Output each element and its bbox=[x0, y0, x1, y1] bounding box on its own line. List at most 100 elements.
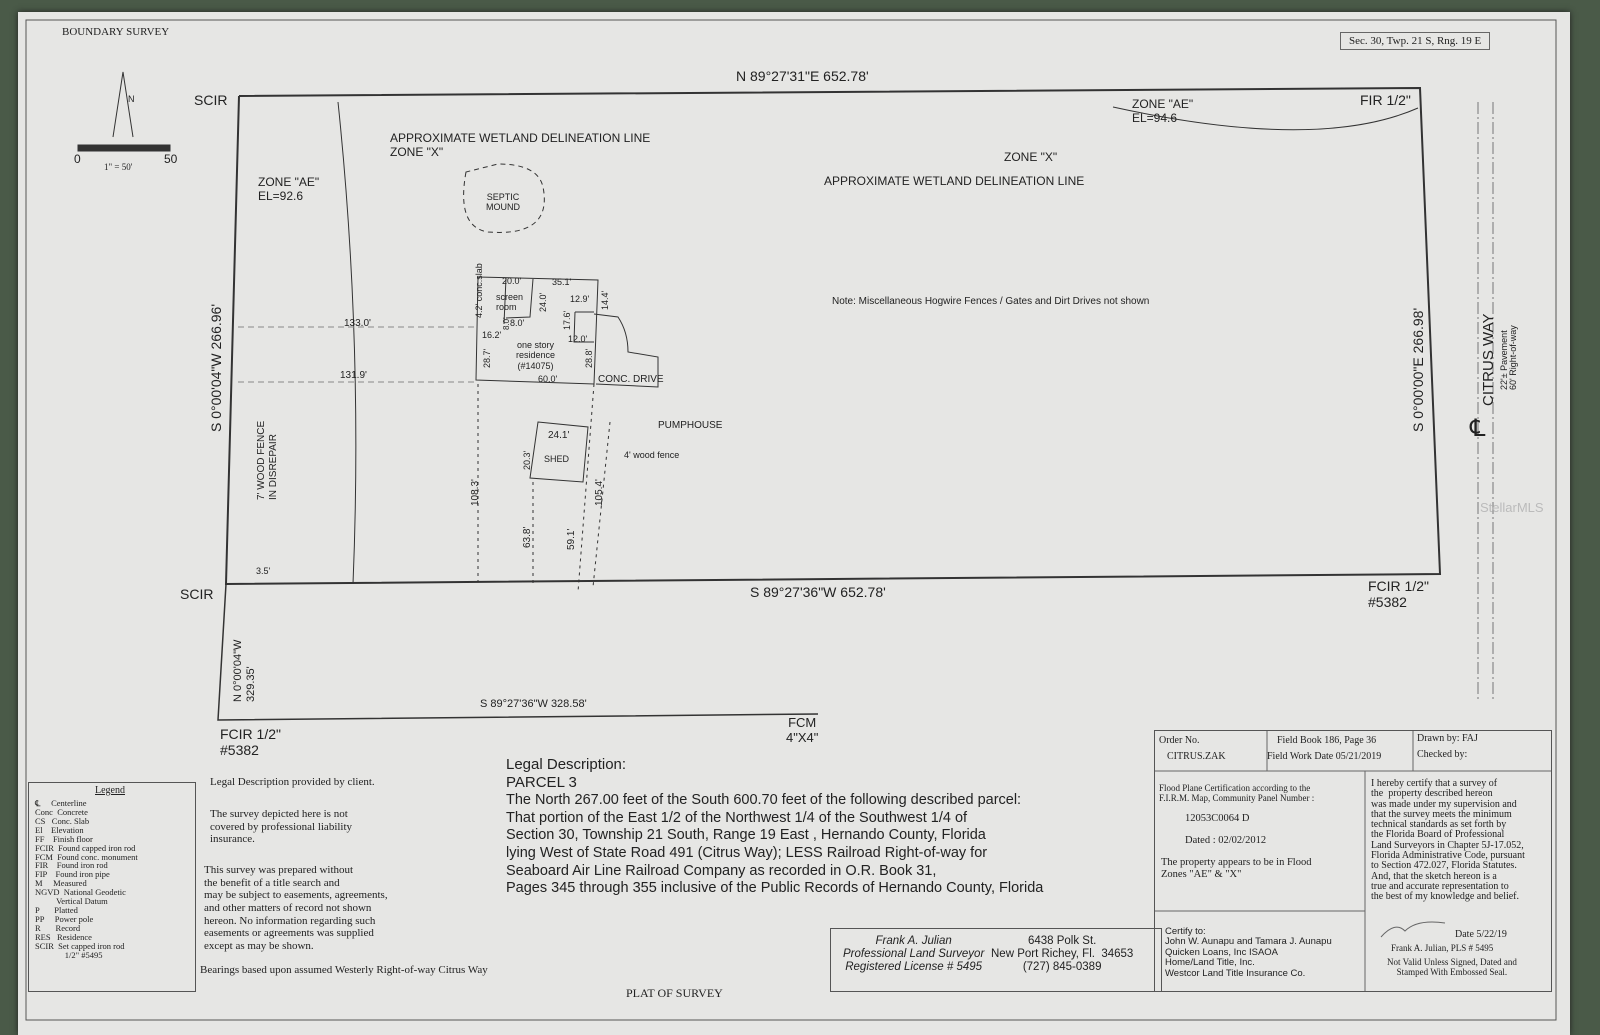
signer: Frank A. Julian, PLS # 5495 bbox=[1391, 943, 1494, 953]
fence-note: Note: Miscellaneous Hogwire Fences / Gat… bbox=[832, 296, 1150, 307]
legend-item: M Measured bbox=[35, 878, 87, 889]
wood-fence-7: 7' WOOD FENCE IN DISREPAIR bbox=[256, 420, 279, 500]
road-name: CITRUS WAY bbox=[1480, 313, 1497, 407]
surveyor-box: Frank A. Julian Professional Land Survey… bbox=[830, 928, 1162, 992]
legend-item: P Platted bbox=[35, 905, 78, 916]
drawn-by: Drawn by: FAJ bbox=[1417, 733, 1478, 744]
note-title-search: This survey was prepared without the ben… bbox=[204, 864, 388, 952]
dim-108: 108.3' bbox=[470, 479, 481, 506]
doc-title: BOUNDARY SURVEY bbox=[62, 26, 170, 38]
dim-16: 16.2' bbox=[482, 330, 502, 340]
scale-ratio: 1" = 50' bbox=[104, 162, 133, 172]
legend-item: RES Residence bbox=[35, 931, 92, 942]
survey-document: BOUNDARY SURVEY Sec. 30, Twp. 21 S, Rng.… bbox=[18, 12, 1570, 1035]
fcir-bottom: FCIR 1/2" #5382 bbox=[220, 726, 281, 759]
checked-by: Checked by: bbox=[1417, 749, 1468, 760]
east-bearing: S 0°00'00"E 266.98' bbox=[1410, 307, 1426, 432]
legend-item: PP Power pole bbox=[35, 913, 94, 924]
certification-text: I hereby certify that a survey of the pr… bbox=[1371, 778, 1525, 903]
flood-cert: Flood Plane Certification according to t… bbox=[1159, 783, 1315, 804]
dim-12: 12.0' bbox=[568, 334, 588, 344]
legend-item: NGVD National Geodetic Vertical Datum bbox=[35, 887, 126, 907]
dim-14: 14.4' bbox=[600, 290, 610, 310]
surveyor-name: Frank A. Julian Professional Land Survey… bbox=[843, 935, 985, 974]
scale-fifty: 50 bbox=[164, 152, 178, 166]
dim-63: 63.8' bbox=[522, 526, 533, 548]
legend-item: FIP Found iron pipe bbox=[35, 869, 110, 880]
validity-note: Not Valid Unless Signed, Dated and Stamp… bbox=[1387, 957, 1517, 978]
screen-room: screen room bbox=[496, 292, 524, 313]
shed: SHED bbox=[544, 454, 570, 464]
legal-title: Legal Description: bbox=[506, 756, 627, 773]
note-liability: The survey depicted here is not covered … bbox=[210, 808, 353, 846]
field-book: Field Book 186, Page 36 bbox=[1277, 735, 1377, 746]
zone-ae-left: ZONE "AE" EL=92.6 bbox=[258, 175, 320, 203]
sign-date: Date 5/22/19 bbox=[1455, 929, 1507, 940]
field-date: Field Work Date 05/21/2019 bbox=[1267, 751, 1382, 762]
certify-to: Certify to: John W. Aunapu and Tamara J.… bbox=[1165, 926, 1332, 979]
dim-24: 24.0' bbox=[538, 292, 548, 312]
dim-20-3: 20.3' bbox=[522, 450, 532, 470]
panel-dated: Dated : 02/02/2012 bbox=[1185, 835, 1267, 846]
dim-28-8: 28.8' bbox=[584, 348, 594, 368]
note-bearings: Bearings based upon assumed Westerly Rig… bbox=[200, 964, 488, 976]
title-block: Order No. CITRUS.ZAK Field Book 186, Pag… bbox=[1154, 730, 1552, 992]
wood-fence-4: 4' wood fence bbox=[624, 450, 680, 460]
legend-item: SCIR Set capped iron rod 1/2" #5495 bbox=[35, 940, 125, 960]
zone-ae-right: ZONE "AE" EL=94.6 bbox=[1132, 97, 1194, 125]
legend-item: FCIR Found capped iron rod bbox=[35, 842, 136, 853]
scale-zero: 0 bbox=[74, 152, 81, 166]
dim-133: 133.0' bbox=[344, 318, 371, 329]
residence: one story residence (#14075) bbox=[516, 340, 556, 371]
flood-zones: The property appears to be in Flood Zone… bbox=[1161, 857, 1312, 881]
fcir-se: FCIR 1/2" #5382 bbox=[1368, 578, 1429, 611]
dim-28-7: 28.7' bbox=[482, 348, 492, 368]
order-label: Order No. bbox=[1159, 735, 1200, 746]
legend-item: R Record bbox=[35, 922, 81, 933]
legend-item: FF Finish floor bbox=[35, 833, 93, 844]
legal-parcel: PARCEL 3 bbox=[506, 774, 577, 791]
dim-12-9: 12.9' bbox=[570, 294, 590, 304]
dim-17: 17.6' bbox=[562, 310, 572, 330]
note-provided: Legal Description provided by client. bbox=[210, 776, 375, 788]
south-bearing: S 89°27'36"W 652.78' bbox=[750, 584, 886, 600]
legend-item: ℄ Centerline bbox=[35, 798, 87, 808]
dim-24-1: 24.1' bbox=[548, 430, 570, 441]
dim-8: 8.0' bbox=[510, 318, 525, 328]
fcm-label: FCM 4"X4" bbox=[786, 715, 819, 745]
road-details: 22'± Pavement 60' Right-of-way bbox=[1499, 325, 1518, 390]
legend-title: Legend bbox=[95, 785, 125, 796]
dim-105: 105.4' bbox=[594, 479, 605, 506]
conc-slab: 4.2' conc.slab bbox=[474, 263, 484, 318]
dim-20: 20.0' bbox=[502, 276, 522, 286]
title-block-lines bbox=[1155, 731, 1551, 991]
legend-item: CS Conc. Slab bbox=[35, 815, 90, 826]
north-bearing: N 89°27'31"E 652.78' bbox=[736, 68, 869, 84]
plat-drawing bbox=[25, 19, 1557, 1021]
scir-nw: SCIR bbox=[194, 92, 228, 108]
north-arrow-icon: N bbox=[128, 94, 135, 104]
lower-south-bearing: S 89°27'36"W 328.58' bbox=[480, 698, 587, 710]
surveyor-address: 6438 Polk St. New Port Richey, Fl. 34653… bbox=[991, 935, 1134, 974]
order-no: CITRUS.ZAK bbox=[1167, 751, 1226, 762]
section-label: Sec. 30, Twp. 21 S, Rng. 19 E bbox=[1340, 32, 1491, 50]
dim-60: 60.0' bbox=[538, 374, 558, 384]
dim-35: 35.1' bbox=[552, 277, 572, 287]
scir-sw: SCIR bbox=[180, 586, 214, 602]
legal-text: The North 267.00 feet of the South 600.7… bbox=[506, 792, 1044, 897]
legend-item: Conc Concrete bbox=[35, 806, 88, 817]
panel-number: 12053C0064 D bbox=[1185, 813, 1250, 824]
dim-59: 59.1' bbox=[566, 528, 577, 550]
wetland-right: APPROXIMATE WETLAND DELINEATION LINE bbox=[824, 174, 1085, 188]
dim-3-5: 3.5' bbox=[256, 566, 271, 576]
zone-x-right: ZONE "X" bbox=[1004, 150, 1058, 164]
west-bearing: S 0°00'04"W 266.96' bbox=[208, 304, 224, 432]
septic-mound: SEPTIC MOUND bbox=[486, 192, 520, 213]
centerline-icon: ℄ bbox=[1470, 416, 1486, 442]
pumphouse: PUMPHOUSE bbox=[658, 420, 723, 431]
plat-of-survey-label: PLAT OF SURVEY bbox=[626, 986, 723, 1000]
legend-item: FIR Found iron rod bbox=[35, 860, 108, 871]
watermark: StellarMLS bbox=[1480, 500, 1544, 515]
